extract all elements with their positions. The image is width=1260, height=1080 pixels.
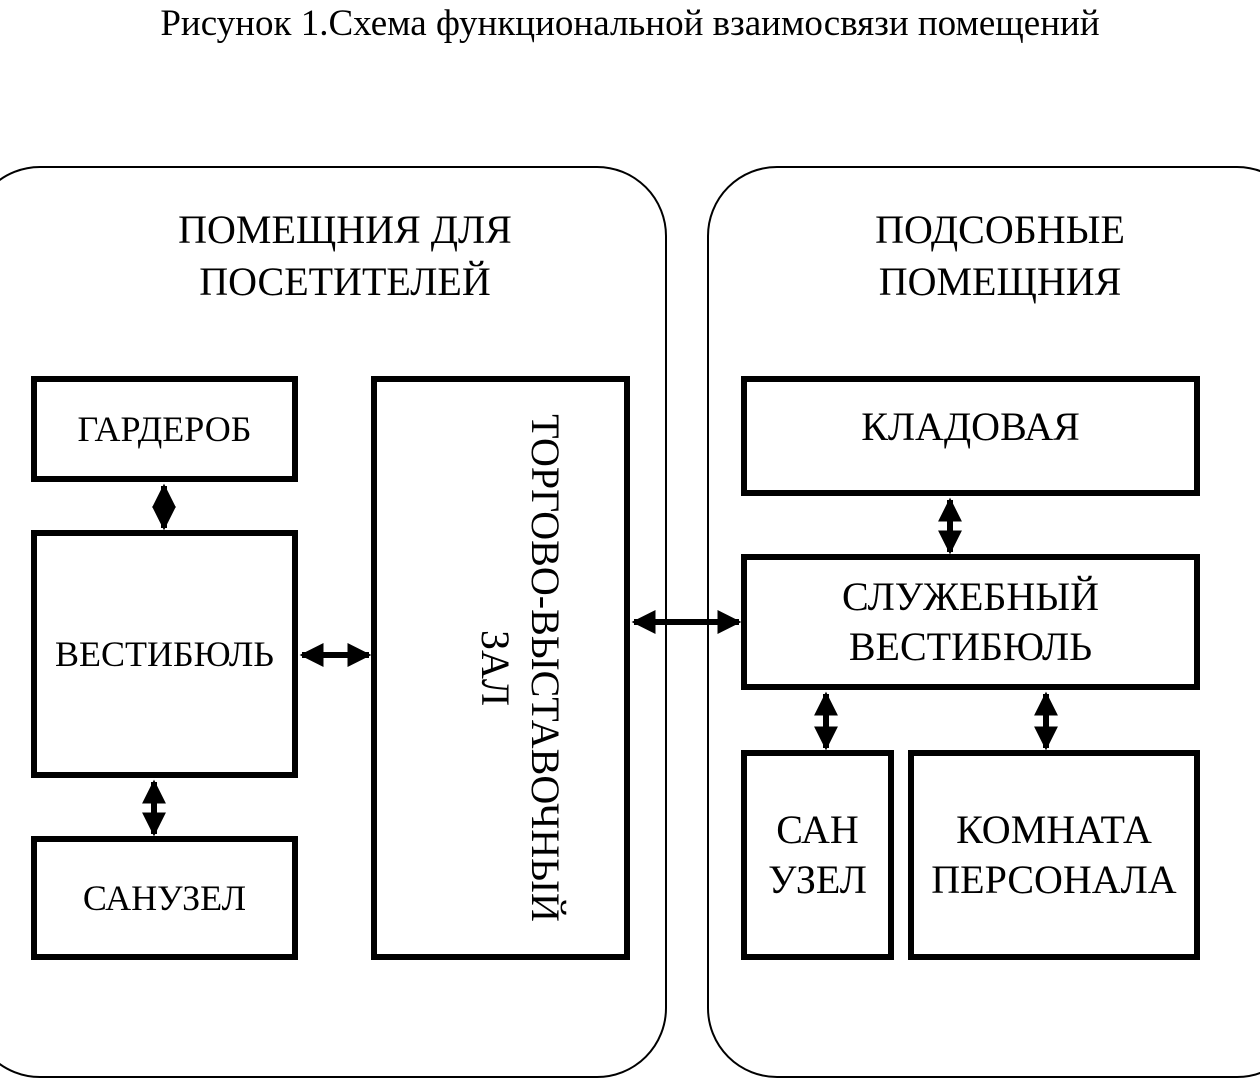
service-vestibule-label-line2: ВЕСТИБЮЛЬ [848,624,1093,669]
visitors-area-title-line2: ПОСЕТИТЕЛЕЙ [199,259,491,304]
staff-room-label-line2: ПЕРСОНАЛА [931,857,1177,902]
vestibule-box: ВЕСТИБЮЛЬ [31,530,298,778]
staff-room-label-line1: КОМНАТА [956,807,1152,852]
storage-box: КЛАДОВАЯ [741,376,1200,496]
wardrobe-box: ГАРДЕРОБ [31,376,298,482]
visitors-area-title-line1: ПОМЕЩНИЯ ДЛЯ [178,207,512,252]
staff-restroom-label-line1: САН [776,807,859,852]
service-vestibule-label-line1: СЛУЖЕБНЫЙ [841,574,1100,619]
wardrobe-label: ГАРДЕРОБ [77,409,252,449]
staff-restroom-label-line2: УЗЕЛ [768,857,867,902]
vestibule-label: ВЕСТИБЮЛЬ [55,634,274,674]
restroom-label: САНУЗЕЛ [82,878,247,918]
storage-label: КЛАДОВАЯ [861,404,1080,449]
exhibition-hall-box [371,376,630,960]
staff-room-box: КОМНАТА ПЕРСОНАЛА [908,750,1200,960]
visitors-area-title: ПОМЕЩНИЯ ДЛЯ ПОСЕТИТЕЛЕЙ [110,204,580,308]
staff-restroom-box: САН УЗЕЛ [741,750,894,960]
figure-title: Рисунок 1.Схема функциональной взаимосвя… [160,3,1100,44]
auxiliary-area-title-line1: ПОДСОБНЫЕ [875,207,1125,252]
auxiliary-area-title-line2: ПОМЕЩНИЯ [878,259,1122,304]
restroom-box: САНУЗЕЛ [31,836,298,960]
auxiliary-area-title: ПОДСОБНЫЕ ПОМЕЩНИЯ [770,204,1230,308]
service-vestibule-box: СЛУЖЕБНЫЙ ВЕСТИБЮЛЬ [741,554,1200,690]
